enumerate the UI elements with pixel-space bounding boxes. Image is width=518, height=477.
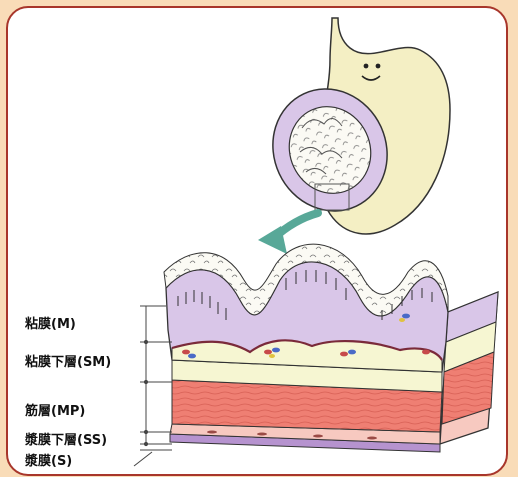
label-submucosa: 粘膜下層(SM): [25, 356, 111, 369]
stomach-eye-right: [376, 64, 381, 69]
label-bracket: [134, 306, 172, 466]
stomach-eye-left: [364, 64, 369, 69]
stomach-illustration: [253, 18, 450, 234]
label-mucosa: 粘膜(M): [25, 318, 76, 331]
wall-section-block: [164, 244, 498, 452]
label-muscularis: 筋層(MP): [25, 405, 85, 418]
label-subserosa: 漿膜下層(SS): [25, 434, 107, 447]
label-serosa: 漿膜(S): [25, 455, 72, 468]
